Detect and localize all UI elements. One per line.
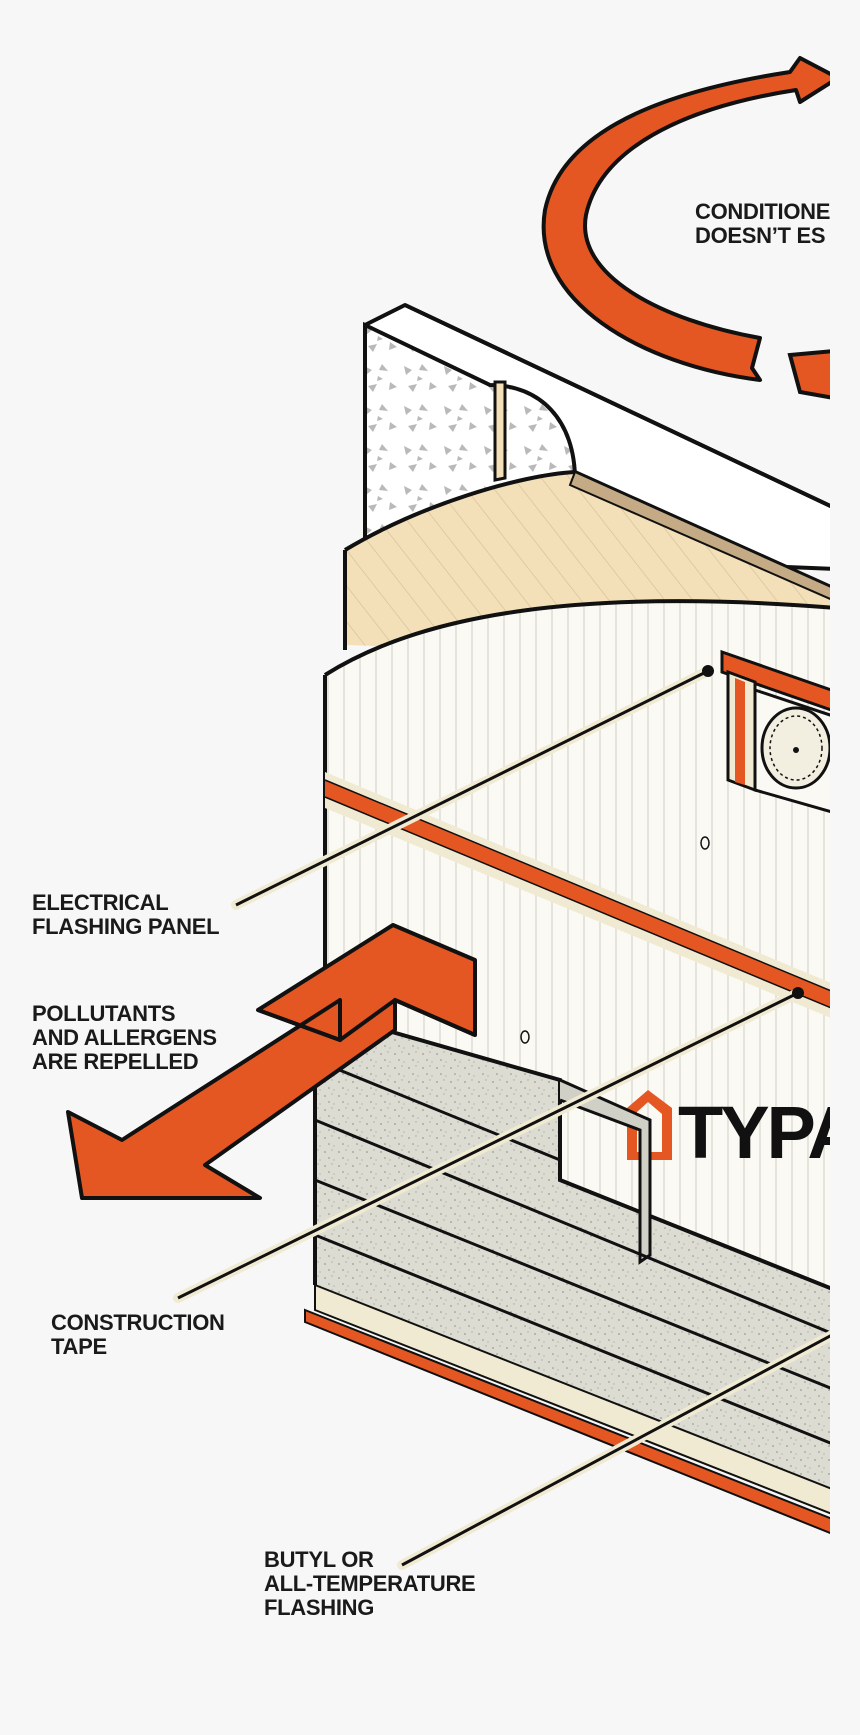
- callout-construction-line2: TAPE: [51, 1334, 107, 1359]
- callout-conditioned-line2: DOESN’T ES: [695, 223, 826, 248]
- callout-butyl-flashing: BUTYL OR ALL-TEMPERATURE FLASHING: [264, 1547, 476, 1620]
- callout-construction-line1: CONSTRUCTION: [51, 1310, 225, 1335]
- callout-conditioned-line1: CONDITIONE: [695, 200, 830, 224]
- pollutants-repelled-arrow: [66, 923, 477, 1200]
- conditioned-air-arrow: [541, 56, 830, 400]
- callout-butyl-line2: ALL-TEMPERATURE: [264, 1571, 476, 1596]
- callout-pollutants-line1: POLLUTANTS: [32, 1001, 176, 1026]
- callout-butyl-line1: BUTYL OR: [264, 1547, 374, 1572]
- brand-wordmark: TYPA: [678, 1091, 859, 1174]
- callout-pollutants-line3: ARE REPELLED: [32, 1049, 199, 1074]
- callout-butyl-line3: FLASHING: [264, 1595, 375, 1620]
- brand-logo: TYPA: [627, 1090, 859, 1174]
- callout-electrical-line2: FLASHING PANEL: [32, 914, 220, 939]
- callout-electrical-line1: ELECTRICAL: [32, 890, 169, 915]
- callout-electrical-flashing-panel: ELECTRICAL FLASHING PANEL: [32, 890, 220, 939]
- house-logo-icon: [627, 1090, 672, 1160]
- callout-pollutants-repelled: POLLUTANTS AND ALLERGENS ARE REPELLED: [32, 1002, 217, 1074]
- callout-construction-tape: CONSTRUCTION TAPE: [51, 1311, 225, 1359]
- callout-pollutants-line2: AND ALLERGENS: [32, 1025, 217, 1050]
- leader-lines: [173, 665, 830, 1570]
- siding-boards: [304, 1008, 830, 1535]
- electrical-flashing-panel: [720, 649, 830, 813]
- callout-conditioned-air: CONDITIONE DOESN’T ES: [695, 200, 830, 248]
- construction-tape-strip: [324, 772, 830, 1018]
